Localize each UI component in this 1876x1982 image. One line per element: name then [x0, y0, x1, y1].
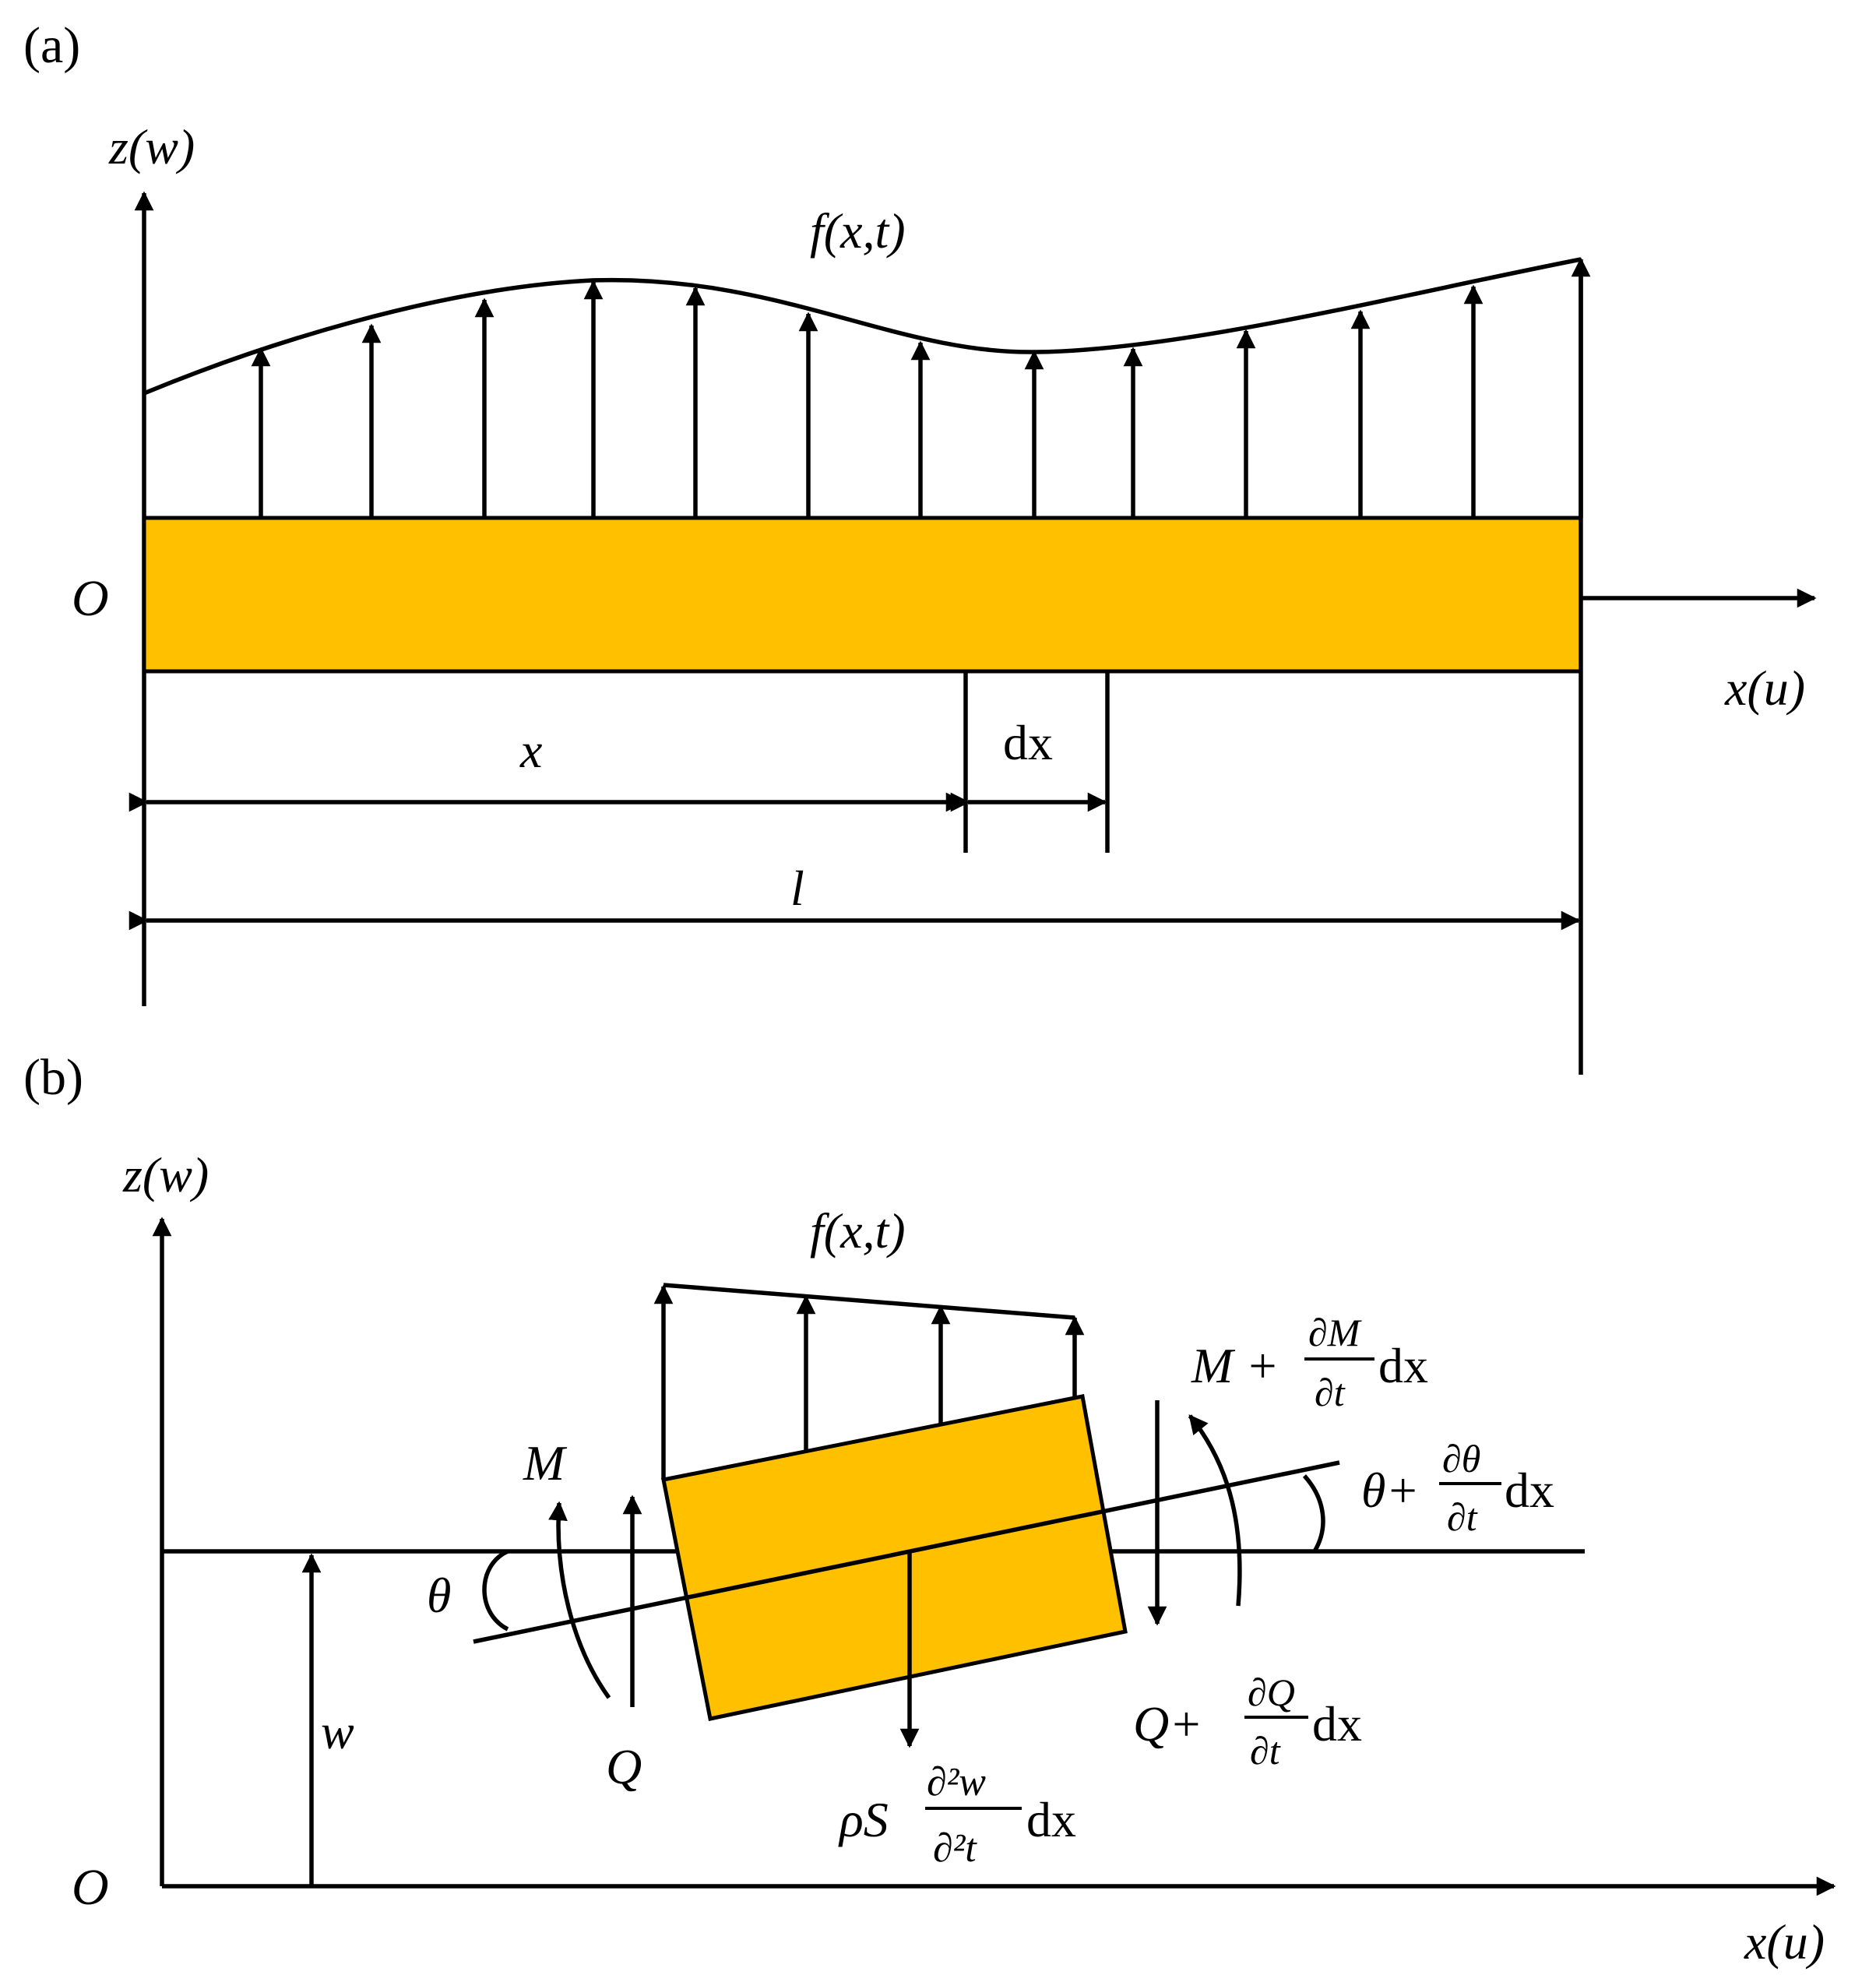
angle-right-dx: dx: [1505, 1463, 1554, 1518]
inertia-label: ρS ∂²w ∂²t dx: [838, 1760, 1076, 1871]
moment-right-label: M + ∂M ∂t dx: [1191, 1311, 1428, 1414]
origin-label-a: O: [72, 570, 109, 627]
inertia-denominator: ∂²t: [933, 1826, 977, 1871]
dim-x-label: x: [519, 723, 542, 778]
dim-dx-label: dx: [1003, 715, 1053, 770]
moment-left-arrow: [548, 1501, 611, 1699]
load-top-line-b: [663, 1283, 1075, 1320]
inertia-prefix: ρS: [838, 1792, 889, 1847]
panel-a-tag: (a): [23, 17, 80, 74]
angle-right-arc: [1302, 1474, 1325, 1553]
load-curve-a: [143, 257, 1582, 396]
beam-element-b: [661, 1394, 1128, 1721]
panel-b: (b) z(w) x(u) O w f(x,t) Q M: [23, 1049, 1836, 1970]
inertia-numerator: ∂²w: [927, 1760, 986, 1804]
inertia-dx: dx: [1026, 1792, 1076, 1847]
shear-right-label: Q+ ∂Q ∂t dx: [1133, 1670, 1362, 1773]
x-axis-label-a: x(u): [1724, 660, 1805, 716]
moment-right-dx: dx: [1378, 1338, 1428, 1393]
angle-left-arc: [482, 1549, 509, 1632]
shear-right-base: Q+: [1133, 1696, 1202, 1751]
panel-b-tag: (b): [23, 1049, 83, 1106]
angle-right-denominator: ∂t: [1447, 1495, 1478, 1539]
moment-right-base: M +: [1191, 1338, 1279, 1393]
moment-right-denominator: ∂t: [1315, 1371, 1346, 1414]
z-axis-label-a: z(w): [108, 119, 195, 174]
angle-right-label: θ+ ∂θ ∂t dx: [1361, 1437, 1554, 1539]
shear-right-dx: dx: [1312, 1696, 1362, 1751]
moment-left-label: M: [523, 1435, 568, 1491]
load-label-a: f(x,t): [810, 203, 906, 259]
angle-right-numerator: ∂θ: [1442, 1437, 1480, 1480]
shear-right-denominator: ∂t: [1250, 1729, 1281, 1773]
x-axis-label-b: x(u): [1744, 1914, 1825, 1970]
moment-right-numerator: ∂M: [1308, 1311, 1362, 1354]
origin-label-b: O: [72, 1859, 109, 1916]
load-arrows-b: [653, 1284, 1085, 1480]
moment-right-arrow: [1188, 1414, 1242, 1607]
shear-right-numerator: ∂Q: [1248, 1670, 1295, 1714]
load-label-b: f(x,t): [810, 1203, 906, 1259]
load-arrows-a: [251, 257, 1591, 518]
z-axis-label-b: z(w): [122, 1147, 209, 1202]
displacement-label: w: [321, 1704, 354, 1759]
panel-a: (a) z(w) O x(u) f(x,t): [23, 17, 1817, 1075]
beam-a: [142, 516, 1583, 674]
shear-left-label: Q: [606, 1739, 642, 1794]
angle-right-base: θ+: [1361, 1463, 1420, 1518]
slope-line: [473, 1460, 1340, 1644]
dim-l-label: l: [790, 861, 804, 916]
angle-left-label: θ: [427, 1568, 451, 1623]
